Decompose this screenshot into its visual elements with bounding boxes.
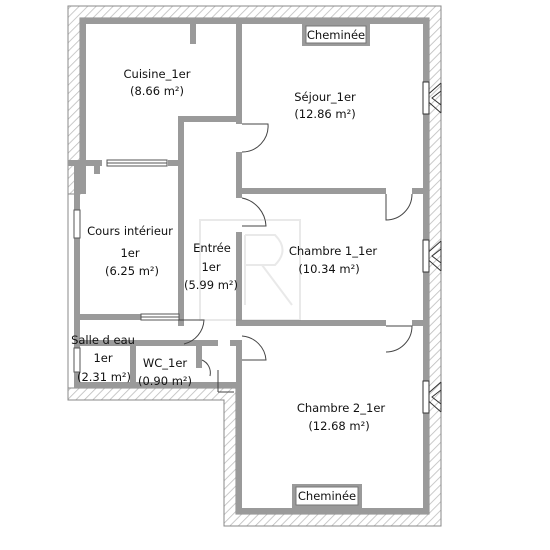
room-name-wc: WC_1er [143,356,188,370]
french-windows [422,81,442,414]
watermark [199,219,301,321]
room-area-sejour: (12.86 m²) [294,107,355,121]
room-name-salle-eau-line1: Salle d eau [71,333,135,347]
room-name-cuisine: Cuisine_1er [124,67,191,81]
room-area-chambre1: (10.34 m²) [298,262,359,276]
room-area-cours: (6.25 m²) [105,264,159,278]
room-name-cours-line1: Cours intérieur [87,224,173,238]
fireplace-bottom [292,484,362,508]
room-name-entree-line2: 1er [201,260,220,274]
room-name-cours-line2: 1er [120,246,139,260]
fireplace-top [302,24,370,46]
room-area-cuisine: (8.66 m²) [130,84,184,98]
room-name-salle-eau-line2: 1er [93,351,112,365]
fireplace-bottom-label: Cheminée [298,489,356,503]
windows [73,159,180,373]
room-name-entree-line1: Entrée [193,241,231,255]
door-swings [178,123,413,393]
room-name-sejour: Séjour_1er [294,90,356,104]
room-area-wc: (0.90 m²) [138,374,192,388]
room-name-chambre1: Chambre 1_1er [289,244,378,258]
room-name-chambre2: Chambre 2_1er [297,401,386,415]
room-area-salle-eau: (2.31 m²) [77,370,131,384]
room-area-chambre2: (12.68 m²) [308,419,369,433]
room-area-entree: (5.99 m²) [184,278,238,292]
fireplace-top-label: Cheminée [307,28,365,42]
